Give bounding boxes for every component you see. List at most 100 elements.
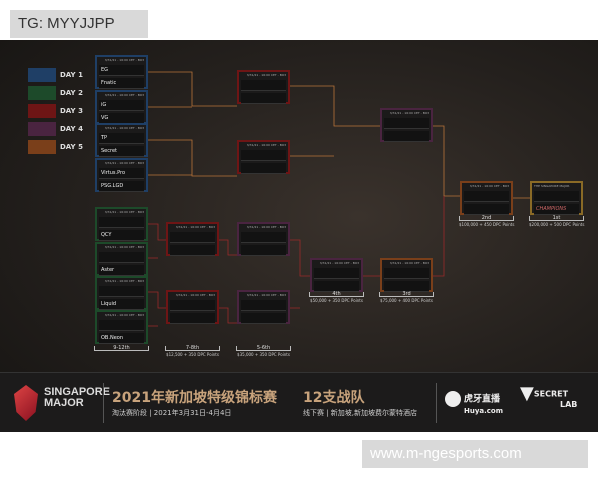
match-header: 3/31/21 - 16:00 CET - BO3 [319,261,359,265]
teams-count: 12支战队 [303,390,365,406]
upper-r1-match[interactable]: 3/31/21 - 16:00 CET - BO3 TP Secret [95,123,148,157]
match-header: 3/31/21 - 16:00 CET - BO3 [104,93,144,97]
event-subtitle: 淘汰赛阶段 | 2021年3月31日-4月4日 [112,409,232,417]
team-slot [384,268,429,279]
upper-r1-match[interactable]: 3/31/21 - 16:00 CET - BO3 EG Fnatic [95,55,148,89]
placement-label: 2nd$100,000 + 450 DPC Points [459,216,514,227]
place-label: 7-8th [165,346,220,351]
lower-r1-match[interactable]: 3/31/21 - 16:00 CET - BO3 QCY [95,207,148,241]
team-slot: CHAMPIONS [534,204,579,215]
legend-label: DAY 3 [60,107,83,115]
lower-final[interactable]: 3/31/21 - 16:00 CET - BO3 [380,258,433,292]
team-slot: EG [99,65,144,76]
team-slot [170,300,215,311]
team-slot [241,313,286,324]
champion-box[interactable]: THE SINGAPORE MAJOR CHAMPIONS [530,181,583,215]
lower-r2-match[interactable]: 3/31/21 - 16:00 CET - BO3 [166,222,219,256]
lower-quarterfinal[interactable]: 3/31/21 - 16:00 CET - BO3 [310,258,363,292]
team-slot [241,245,286,256]
place-label: 4th [309,292,364,297]
place-label: 3rd [379,292,434,297]
team-slot [314,281,359,292]
lower-r1-match[interactable]: 3/31/21 - 16:00 CET - BO3 Aster [95,242,148,276]
legend-label: DAY 2 [60,89,83,97]
legend-label: DAY 4 [60,125,83,133]
match-header: 3/31/21 - 16:00 CET - BO3 [104,245,144,249]
placement-label: 1st$200,000 + 500 DPC Points [529,216,584,227]
lower-r1-match[interactable]: 3/31/21 - 16:00 CET - BO3 Liquid [95,276,148,310]
team-slot [534,191,579,202]
team-slot [170,313,215,324]
legend-swatch [28,122,56,136]
upper-semifinal[interactable]: 3/31/21 - 16:00 CET - BO3 [237,70,290,104]
upper-r1-match[interactable]: 3/31/21 - 16:00 CET - BO3 Virtus.Pro PSG… [95,158,148,192]
placement-label: 4th$50,000 + 350 DPC Points [309,292,364,303]
match-header: 3/31/21 - 16:00 CET - BO3 [104,313,144,317]
prize-label: $75,000 + 400 DPC Points [380,298,433,303]
match-header: 3/31/21 - 16:00 CET - BO3 [246,293,286,297]
team-slot [384,131,429,142]
watermark-top: TG: MYYJJPP [10,10,148,38]
match-header: 3/31/21 - 16:00 CET - BO3 [175,293,215,297]
team-slot [170,245,215,256]
team-slot [384,281,429,292]
team-slot [464,204,509,215]
team-slot [241,300,286,311]
lower-r3-match[interactable]: 3/31/21 - 16:00 CET - BO3 [237,222,290,256]
grand-final[interactable]: 3/31/21 - 16:00 CET - BO3 [460,181,513,215]
lower-r1-match[interactable]: 3/31/21 - 16:00 CET - BO3 OB.Neon [95,310,148,344]
lower-r2-match[interactable]: 3/31/21 - 16:00 CET - BO3 [166,290,219,324]
team-slot [99,217,144,228]
prize-label: $50,000 + 350 DPC Points [310,298,363,303]
watermark-bottom: www.m-ngesports.com [362,440,588,468]
placement-label: 7-8th$12,500 + 350 DPC Points [165,346,220,357]
huya-icon [445,391,461,407]
legend-swatch [28,140,56,154]
team-slot: Liquid [99,299,144,310]
match-header: 3/31/21 - 16:00 CET - BO3 [246,143,286,147]
team-slot [314,268,359,279]
match-header: 3/31/21 - 16:00 CET - BO3 [389,261,429,265]
place-label: 5-6th [236,346,291,351]
match-header: 3/31/21 - 16:00 CET - BO3 [104,279,144,283]
placement-label: 3rd$75,000 + 400 DPC Points [379,292,434,303]
match-header: 3/31/21 - 16:00 CET - BO3 [104,126,144,130]
team-slot [241,163,286,174]
team-slot: Aster [99,265,144,276]
match-header: 3/31/21 - 16:00 CET - BO3 [469,184,509,188]
singapore-major-logo [14,385,38,421]
team-slot [99,252,144,263]
team-slot: Fnatic [99,78,144,89]
secretlab-icon: ▼ [520,383,534,404]
team-slot [464,191,509,202]
match-header: 3/31/21 - 16:00 CET - BO3 [104,161,144,165]
legend-swatch [28,86,56,100]
event-title: 2021年新加坡特级锦标赛 [112,390,277,406]
match-header: 3/31/21 - 16:00 CET - BO3 [246,225,286,229]
lower-r3-match[interactable]: 3/31/21 - 16:00 CET - BO3 [237,290,290,324]
team-slot: OB.Neon [99,333,144,344]
legend-label: DAY 5 [60,143,83,151]
prize-label: $12,500 + 350 DPC Points [166,352,219,357]
bracket-connectors [148,71,530,327]
legend-swatch [28,68,56,82]
match-header: 3/31/21 - 16:00 CET - BO3 [104,210,144,214]
upper-final[interactable]: 3/31/21 - 16:00 CET - BO3 [380,108,433,142]
team-slot: iG [99,100,144,111]
team-slot [241,232,286,243]
match-header: 3/31/21 - 16:00 CET - BO3 [104,58,144,62]
match-header: THE SINGAPORE MAJOR [534,184,570,188]
place-label: 2nd [459,216,514,221]
upper-r1-match[interactable]: 3/31/21 - 16:00 CET - BO3 iG VG [95,90,148,124]
team-slot: PSG.LGD [99,181,144,192]
team-slot [384,118,429,129]
event-logo-text: SINGAPORE MAJOR [44,386,111,409]
team-slot [99,320,144,331]
place-label: 9-12th [94,346,149,351]
venue: 线下赛 | 新加坡,新加坡费尔蒙特酒店 [303,409,418,417]
place-label: 1st [529,216,584,221]
prize-label: $200,000 + 500 DPC Points [529,222,585,227]
upper-semifinal[interactable]: 3/31/21 - 16:00 CET - BO3 [237,140,290,174]
team-slot: TP [99,133,144,144]
